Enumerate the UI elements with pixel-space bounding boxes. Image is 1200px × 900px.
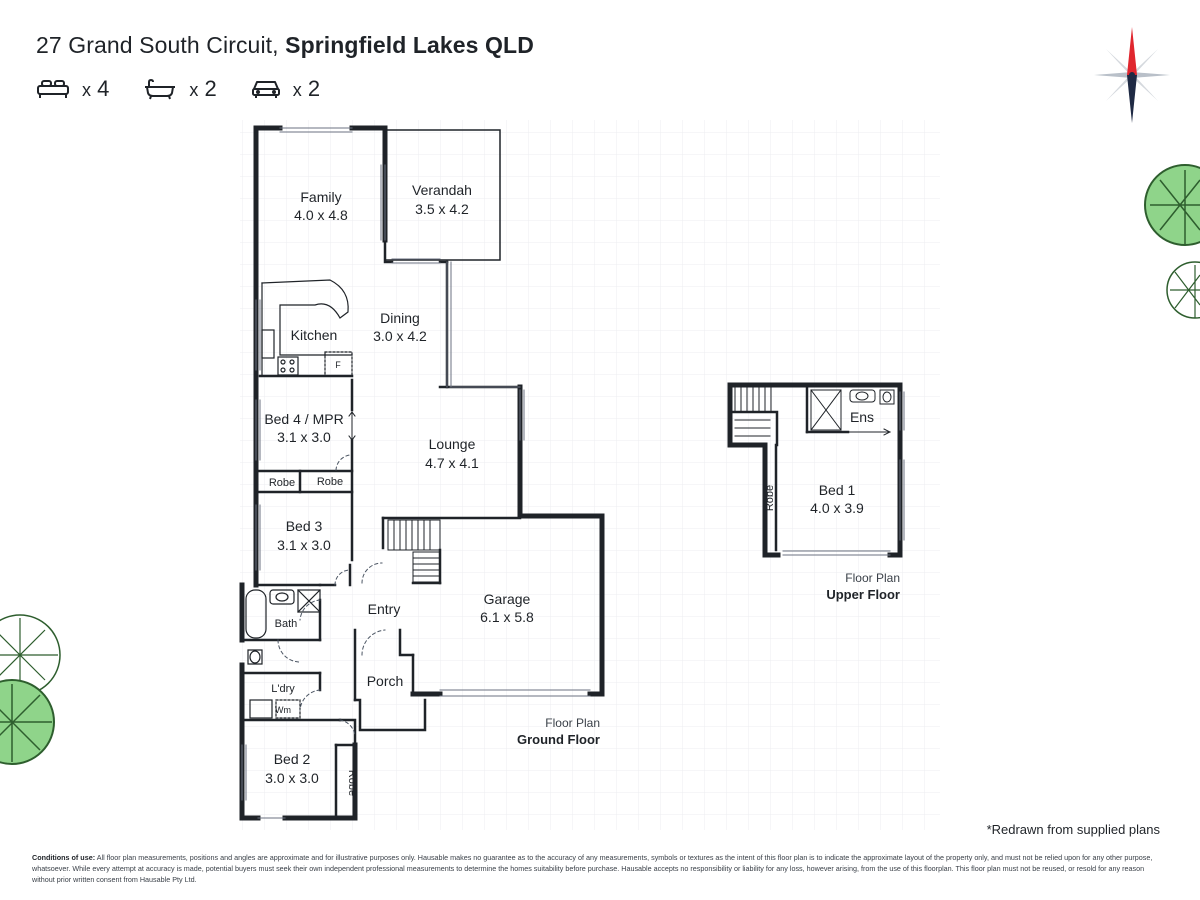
kitchen-label: Kitchen bbox=[291, 327, 338, 343]
dining-label: Dining bbox=[380, 310, 420, 326]
property-features: x 4 x 2 x 2 bbox=[36, 76, 354, 102]
upper-floor-caption: Floor Plan bbox=[845, 571, 900, 585]
verandah-size: 3.5 x 4.2 bbox=[415, 201, 469, 217]
bed-icon bbox=[37, 80, 69, 98]
bed1-label: Bed 1 bbox=[819, 482, 856, 498]
bath-icon bbox=[145, 79, 176, 100]
bed3-size: 3.1 x 3.0 bbox=[277, 537, 331, 553]
laundry-label: L'dry bbox=[271, 683, 295, 695]
upper-floor-name: Upper Floor bbox=[826, 587, 900, 602]
conditions-label: Conditions of use: bbox=[32, 853, 96, 862]
compass-icon bbox=[1094, 27, 1170, 123]
redrawn-note: *Redrawn from supplied plans bbox=[986, 822, 1160, 837]
bedroom-count: x 4 bbox=[36, 76, 109, 102]
garage-label: Garage bbox=[484, 591, 531, 607]
car-space-count-value: 2 bbox=[307, 76, 321, 101]
tree-bottom-left-icon bbox=[0, 614, 61, 765]
washer-label: Wm bbox=[275, 705, 291, 715]
ens-label: Ens bbox=[850, 409, 874, 425]
bed1-size: 4.0 x 3.9 bbox=[810, 500, 864, 516]
ground-floor-name: Ground Floor bbox=[517, 732, 600, 747]
bathroom-count: x 2 bbox=[143, 76, 217, 102]
lounge-label: Lounge bbox=[429, 436, 476, 452]
porch-label: Porch bbox=[367, 673, 404, 689]
bedroom-count-value: 4 bbox=[97, 76, 110, 101]
bath-label: Bath bbox=[275, 618, 298, 630]
robe-bed2-label: Robe bbox=[346, 770, 358, 796]
verandah-label: Verandah bbox=[412, 182, 472, 198]
bed4-size: 3.1 x 3.0 bbox=[277, 429, 331, 445]
dining-size: 3.0 x 4.2 bbox=[373, 328, 427, 344]
family-size: 4.0 x 4.8 bbox=[294, 207, 348, 223]
address-suburb: Springfield Lakes QLD bbox=[285, 32, 534, 58]
property-address: 27 Grand South Circuit, Springfield Lake… bbox=[36, 32, 534, 59]
car-space-count: x 2 bbox=[251, 76, 320, 102]
bathroom-count-value: 2 bbox=[204, 76, 217, 101]
robe-a-label: Robe bbox=[269, 477, 295, 489]
family-label: Family bbox=[300, 189, 341, 205]
room-labels: Family 4.0 x 4.8 Verandah 3.5 x 4.2 Dini… bbox=[264, 182, 874, 796]
robe-bed1-label: Robe bbox=[764, 485, 776, 511]
car-icon bbox=[251, 81, 280, 98]
address-street: 27 Grand South Circuit, bbox=[36, 32, 279, 58]
ground-floor-caption: Floor Plan bbox=[545, 716, 600, 730]
entry-label: Entry bbox=[368, 601, 401, 617]
listing-header: 27 Grand South Circuit, Springfield Lake… bbox=[36, 32, 534, 59]
bed4-label: Bed 4 / MPR bbox=[264, 411, 343, 427]
floor-captions: Floor Plan Ground Floor Floor Plan Upper… bbox=[517, 571, 900, 747]
lounge-size: 4.7 x 4.1 bbox=[425, 455, 479, 471]
upper-floor-plan bbox=[727, 382, 905, 558]
ground-floor-plan bbox=[239, 125, 605, 821]
robe-b-label: Robe bbox=[317, 476, 343, 488]
bed2-label: Bed 2 bbox=[274, 751, 311, 767]
conditions-of-use: Conditions of use: All floor plan measur… bbox=[32, 852, 1168, 885]
tree-top-right-icon bbox=[1144, 164, 1200, 319]
bed3-label: Bed 3 bbox=[286, 518, 323, 534]
bed2-size: 3.0 x 3.0 bbox=[265, 770, 319, 786]
fridge-label: F bbox=[335, 360, 341, 370]
conditions-text: All floor plan measurements, positions a… bbox=[32, 853, 1153, 884]
background-grid bbox=[240, 120, 940, 830]
garage-size: 6.1 x 5.8 bbox=[480, 609, 534, 625]
